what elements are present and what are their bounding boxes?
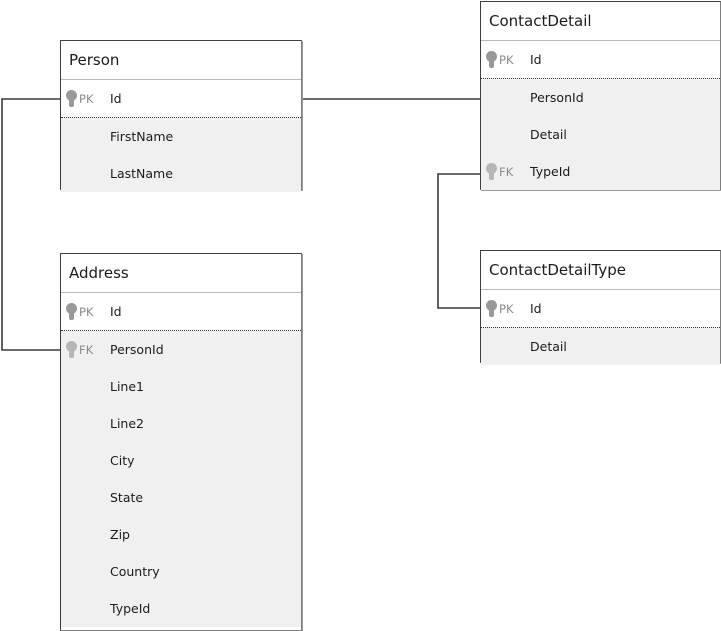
field-key-cell: FK: [61, 341, 109, 358]
field-row[interactable]: PersonId: [481, 79, 720, 116]
entity-title-contactdetail[interactable]: ContactDetail: [481, 2, 720, 41]
field-row[interactable]: PK Id: [61, 80, 301, 117]
field-row[interactable]: Country: [61, 553, 301, 590]
field-row[interactable]: FirstName: [61, 118, 301, 155]
field-name: Line1: [110, 379, 145, 394]
field-name: Id: [530, 52, 542, 67]
entity-key-section: PK Id: [61, 293, 301, 331]
field-row[interactable]: FK PersonId: [61, 331, 301, 368]
field-row[interactable]: PK Id: [61, 293, 301, 330]
field-name: Id: [530, 301, 542, 316]
field-name: Line2: [110, 416, 145, 431]
field-name: TypeId: [110, 601, 151, 616]
field-key-cell: PK: [481, 51, 529, 68]
field-key-cell: PK: [61, 90, 109, 107]
field-name: State: [110, 490, 144, 505]
field-name: Country: [110, 564, 160, 579]
field-row[interactable]: State: [61, 479, 301, 516]
field-name: Detail: [530, 127, 567, 142]
field-name: Zip: [110, 527, 130, 542]
field-row[interactable]: Detail: [481, 116, 720, 153]
entity-key-section: PK Id: [481, 290, 720, 328]
field-row[interactable]: PK Id: [481, 41, 720, 78]
field-row[interactable]: Zip: [61, 516, 301, 553]
field-name: Id: [110, 304, 122, 319]
relationship-line-person-to-address[interactable]: [1, 98, 60, 351]
field-name: LastName: [110, 166, 173, 181]
field-row[interactable]: Detail: [481, 328, 720, 365]
field-row[interactable]: Line2: [61, 405, 301, 442]
field-key-badge: FK: [79, 342, 94, 357]
field-key-badge: PK: [499, 52, 514, 67]
field-row[interactable]: City: [61, 442, 301, 479]
primary-key-icon: [486, 300, 497, 317]
field-name: PersonId: [530, 90, 584, 105]
foreign-key-icon: [486, 163, 497, 180]
primary-key-icon: [66, 90, 77, 107]
field-row[interactable]: FK TypeId: [481, 153, 720, 190]
field-key-cell: FK: [481, 163, 529, 180]
relationship-line-contactdetail-to-contactdetailtype[interactable]: [437, 173, 480, 309]
field-key-badge: PK: [79, 304, 94, 319]
primary-key-icon: [486, 51, 497, 68]
entity-field-section: Detail: [481, 328, 720, 365]
entity-title-contactdetailtype[interactable]: ContactDetailType: [481, 251, 720, 290]
field-key-badge: PK: [499, 301, 514, 316]
field-name: Detail: [530, 339, 567, 354]
field-key-badge: PK: [79, 91, 94, 106]
field-name: TypeId: [530, 164, 571, 179]
field-key-cell: PK: [481, 300, 529, 317]
field-name: PersonId: [110, 342, 164, 357]
field-row[interactable]: Line1: [61, 368, 301, 405]
field-name: FirstName: [110, 129, 174, 144]
field-name: City: [110, 453, 135, 468]
field-name: Id: [110, 91, 122, 106]
field-row[interactable]: LastName: [61, 155, 301, 192]
field-key-badge: FK: [499, 164, 514, 179]
foreign-key-icon: [66, 341, 77, 358]
field-key-cell: PK: [61, 303, 109, 320]
entity-title-person[interactable]: Person: [61, 41, 301, 80]
field-row[interactable]: TypeId: [61, 590, 301, 627]
entity-title-address[interactable]: Address: [61, 254, 301, 293]
primary-key-icon: [66, 303, 77, 320]
entity-key-section: PK Id: [481, 41, 720, 79]
entity-key-section: PK Id: [61, 80, 301, 118]
field-row[interactable]: PK Id: [481, 290, 720, 327]
